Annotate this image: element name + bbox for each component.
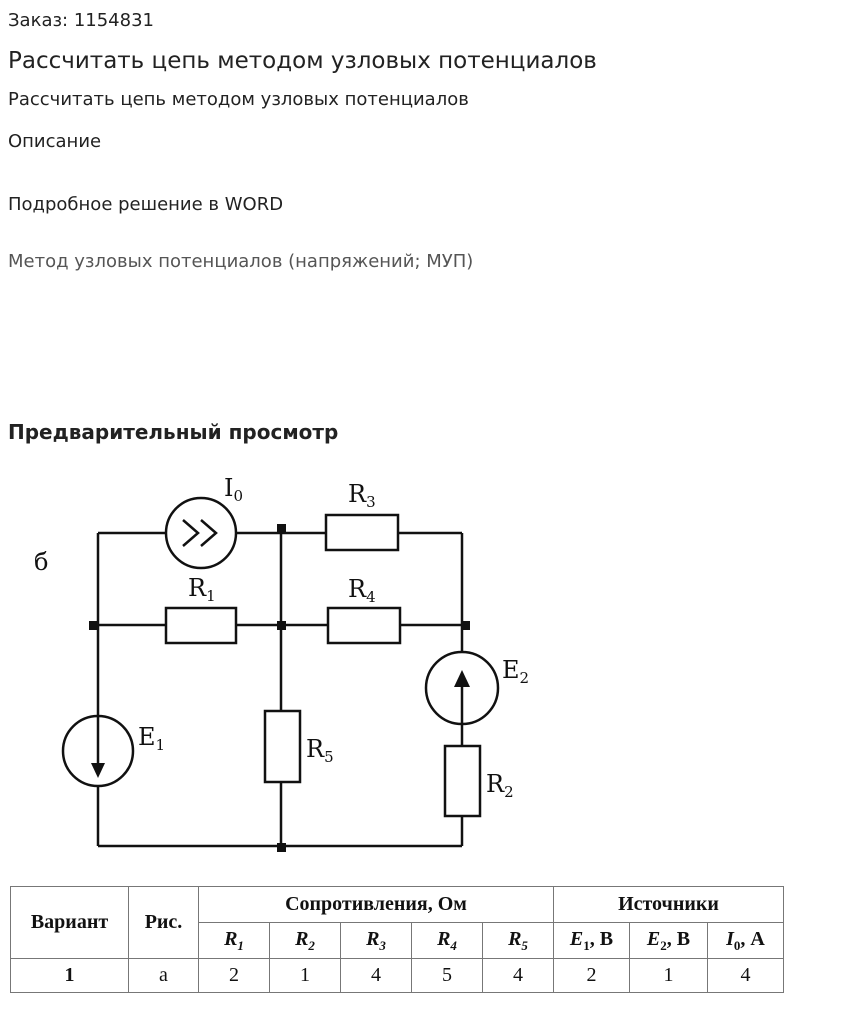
header-r1: R1 — [198, 922, 270, 959]
page-title: Рассчитать цепь методом узловых потенциа… — [8, 48, 597, 74]
label-r1: R1 — [188, 574, 216, 605]
header-r5: R5 — [482, 922, 554, 959]
current-source-i0 — [164, 496, 238, 570]
cell-e1: 2 — [553, 958, 630, 993]
label-r4: R4 — [348, 575, 376, 606]
resistor-r1 — [164, 606, 238, 645]
page-subtitle: Рассчитать цепь методом узловых потенциа… — [8, 89, 469, 110]
cell-r1: 2 — [198, 958, 270, 993]
label-r3: R3 — [348, 480, 376, 511]
order-number: Заказ: 1154831 — [8, 10, 154, 31]
voltage-source-e2 — [424, 650, 500, 726]
label-r5: R5 — [306, 735, 334, 766]
voltage-source-e1 — [61, 714, 135, 788]
header-e2: E2, В — [629, 922, 708, 959]
resistor-r3 — [324, 513, 400, 552]
header-r3: R3 — [340, 922, 412, 959]
preview-heading: Предварительный просмотр — [8, 420, 339, 444]
cell-e2: 1 — [629, 958, 708, 993]
header-sources: Источники — [553, 886, 784, 923]
description-text: Подробное решение в WORD — [8, 194, 284, 215]
cell-figure: а — [128, 958, 199, 993]
resistor-r2 — [443, 744, 482, 818]
cell-r3: 4 — [340, 958, 412, 993]
variant-letter: б — [34, 548, 48, 576]
header-r2: R2 — [269, 922, 341, 959]
cell-r2: 1 — [269, 958, 341, 993]
resistor-r5 — [263, 709, 302, 784]
label-e2: E2 — [502, 656, 529, 687]
method-link[interactable]: Метод узловых потенциалов (напряжений; М… — [8, 251, 474, 272]
label-r2: R2 — [486, 770, 514, 801]
cell-r5: 4 — [482, 958, 554, 993]
header-i0: I0, А — [707, 922, 784, 959]
cell-variant: 1 — [10, 958, 129, 993]
header-figure: Рис. — [128, 886, 199, 959]
circuit-diagram: б I0 R3 R1 R4 E2 E1 R5 R2 — [34, 474, 529, 852]
resistor-r4 — [326, 606, 402, 645]
cell-r4: 5 — [411, 958, 483, 993]
description-heading: Описание — [8, 131, 102, 152]
parameters-table: Вариант Рис. Сопротивления, Ом Источники… — [10, 886, 784, 993]
label-e1: E1 — [138, 723, 165, 754]
cell-i0: 4 — [707, 958, 784, 993]
table-row: 1 а 2 1 4 5 4 2 1 4 — [10, 958, 784, 993]
label-i0: I0 — [224, 474, 243, 505]
header-variant: Вариант — [10, 886, 129, 959]
header-r4: R4 — [411, 922, 483, 959]
header-e1: E1, В — [553, 922, 630, 959]
header-resistances: Сопротивления, Ом — [198, 886, 554, 923]
